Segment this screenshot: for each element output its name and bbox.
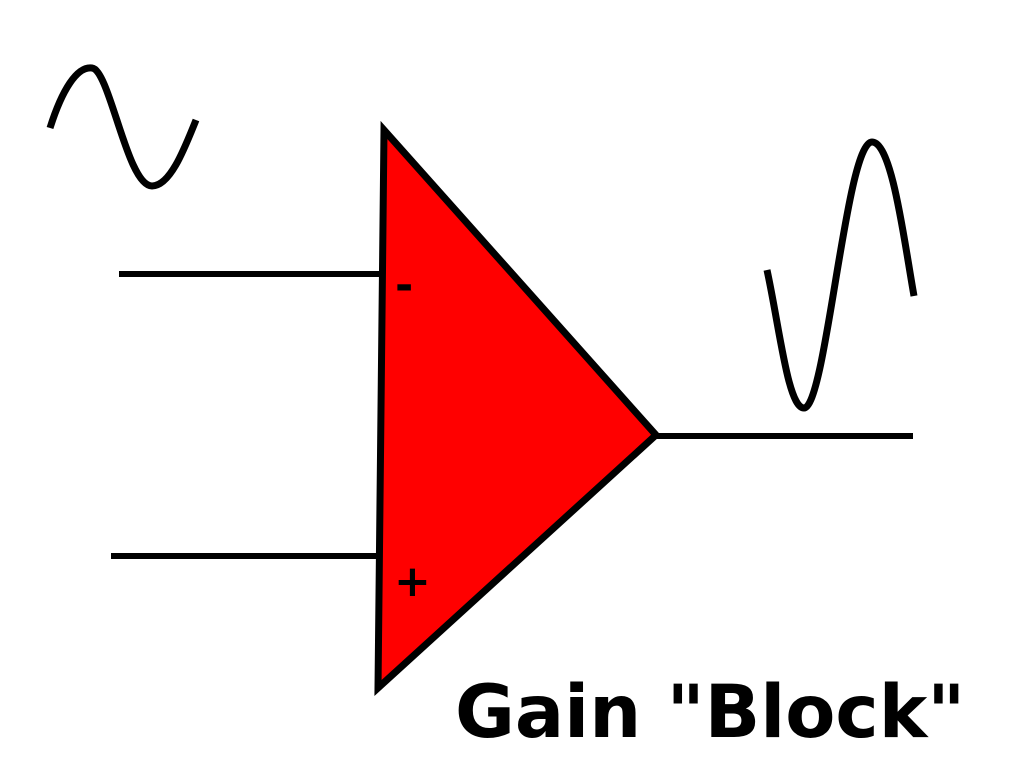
output-sine-wave-icon <box>763 138 918 412</box>
diagram-caption: Gain "Block" <box>455 670 966 755</box>
inverting-input-sign: - <box>395 260 413 311</box>
noninverting-input-sign: + <box>394 556 431 607</box>
amplifier-triangle <box>374 120 661 696</box>
input-sine-wave-icon <box>46 64 200 190</box>
